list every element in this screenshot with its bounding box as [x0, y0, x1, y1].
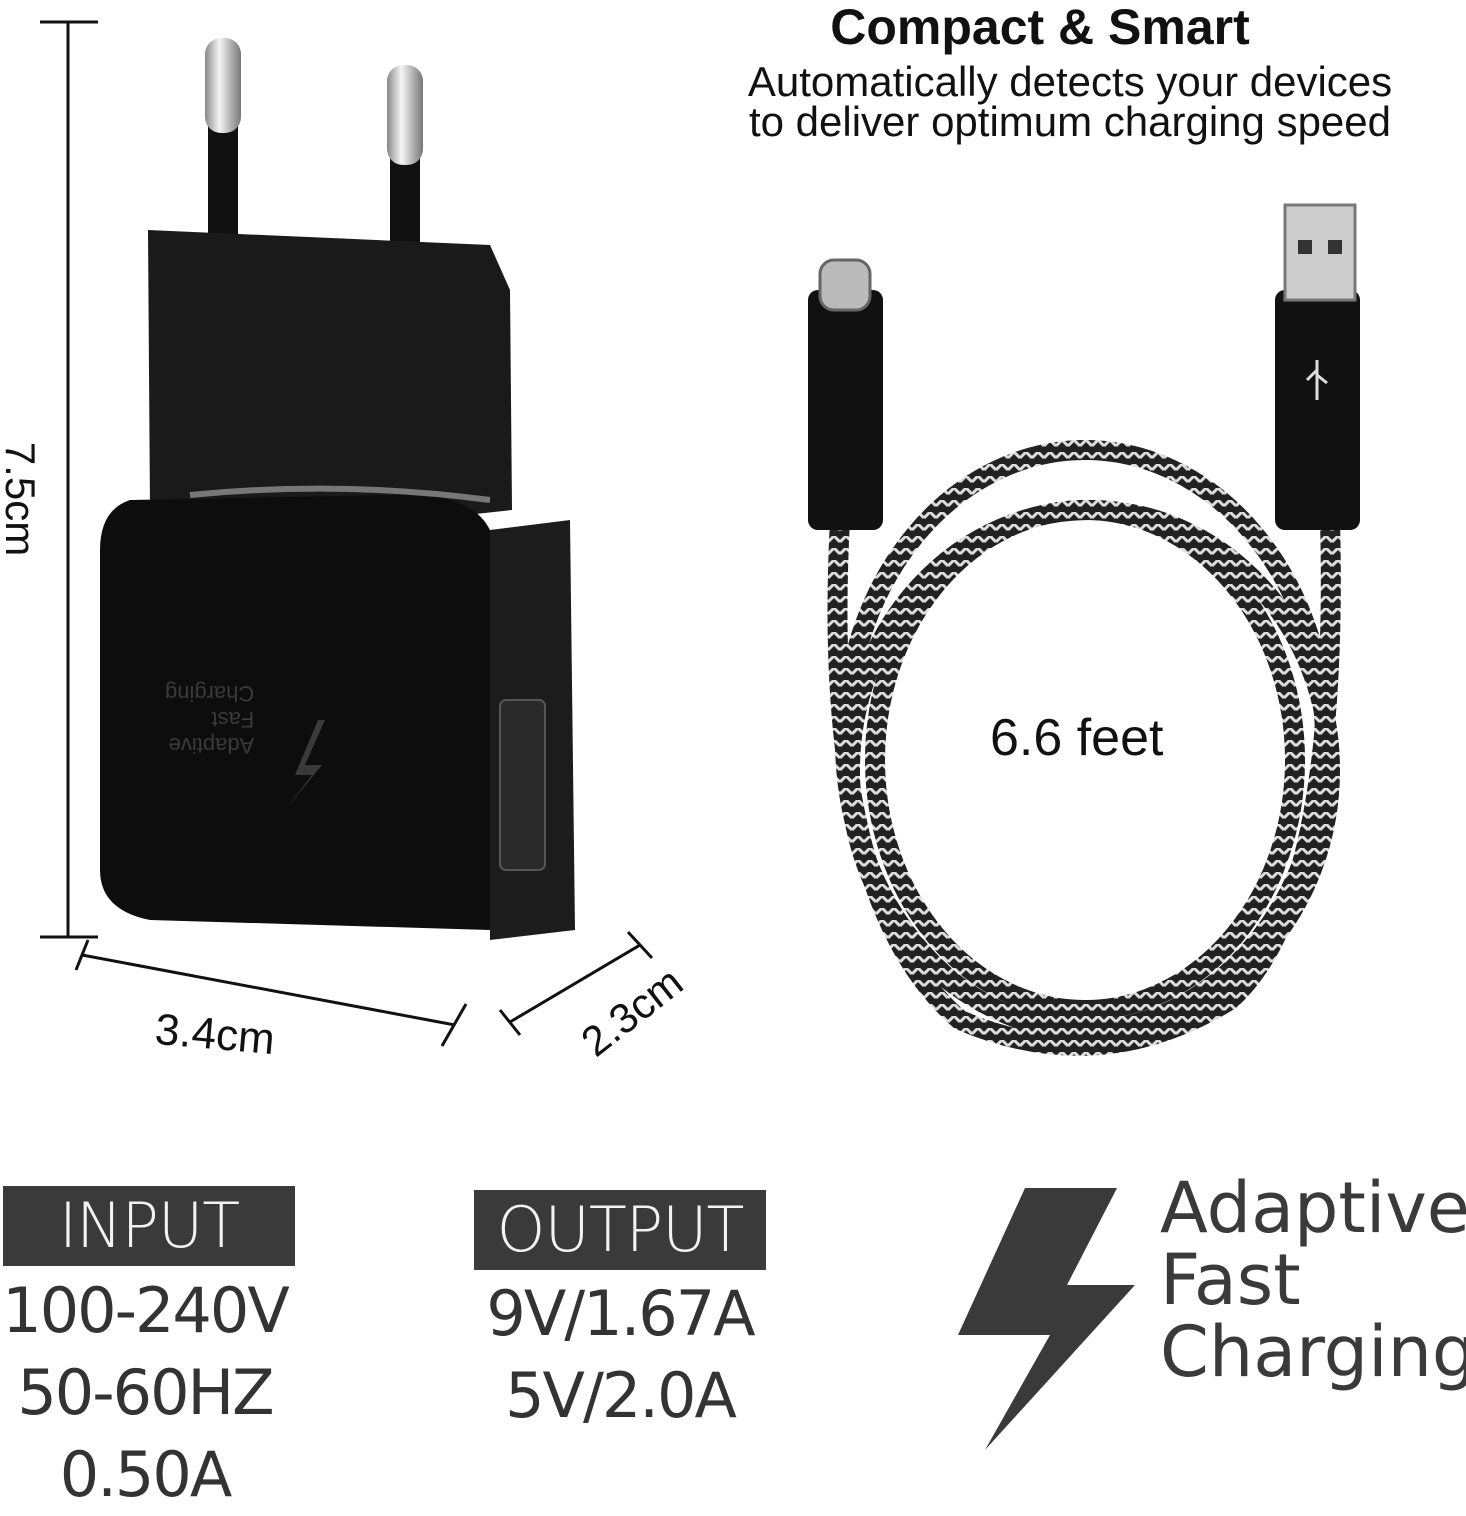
badge-line: Adaptive [1160, 1167, 1466, 1249]
cable-length-label: 6.6 feet [990, 709, 1164, 767]
output-value: 9V/1.67A [486, 1277, 755, 1350]
subheadline-line: to deliver optimum charging speed [748, 98, 1392, 145]
wall-charger-image [100, 38, 575, 940]
lightning-bolt-icon [958, 1188, 1135, 1450]
height-label: 7.5cm [0, 441, 44, 557]
charger-logo-line: Charging [165, 681, 255, 706]
input-values: 100-240V 50-60HZ 0.50A [0, 1270, 290, 1516]
adaptive-fast-charging-badge: Adaptive Fast Charging [1160, 1172, 1466, 1388]
width-label: 3.4cm [153, 1004, 277, 1065]
usb-c-cable-image [808, 203, 1360, 1056]
output-label: OUTPUT [474, 1190, 766, 1270]
badge-line: Charging [1160, 1311, 1466, 1393]
headline: Compact & Smart [830, 0, 1250, 55]
subheadline: Automatically detects your devices to de… [690, 58, 1450, 145]
output-value: 5V/2.0A [505, 1359, 737, 1432]
input-value: 0.50A [59, 1438, 232, 1511]
charger-logo-line: Fast [211, 707, 255, 732]
input-value: 50-60HZ [17, 1356, 274, 1429]
badge-line: Fast [1160, 1239, 1301, 1321]
input-value: 100-240V [2, 1274, 289, 1347]
charger-logo-line: Adaptive [168, 733, 255, 758]
output-values: 9V/1.67A 5V/2.0A [470, 1273, 770, 1437]
input-label: INPUT [3, 1186, 295, 1266]
charger-logo-text: Adaptive Fast Charging [165, 680, 254, 758]
subheadline-line: Automatically detects your devices [747, 58, 1393, 105]
